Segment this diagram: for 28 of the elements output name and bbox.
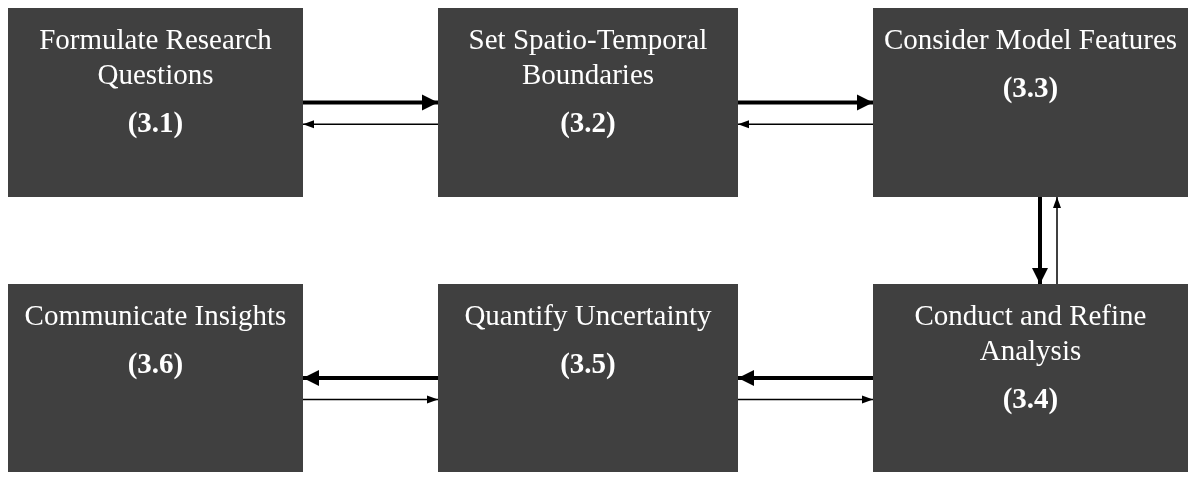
process-box (873, 8, 1188, 197)
arrow (303, 370, 438, 386)
arrow (302, 395, 439, 404)
arrow (1053, 196, 1061, 285)
process-box (438, 8, 738, 197)
arrow (303, 94, 438, 111)
arrow (737, 120, 874, 129)
process-box (438, 284, 738, 472)
step-number: (3.1) (127, 105, 184, 139)
process-box (8, 8, 303, 197)
process-box (8, 284, 303, 472)
step-title: Communicate Insights (24, 298, 287, 333)
step-title: Consider Model Features (883, 22, 1178, 57)
arrow (302, 120, 439, 129)
arrow (738, 94, 873, 111)
arrow (1032, 197, 1048, 284)
step-number: (3.3) (1002, 70, 1059, 104)
step-title: Set Spatio-Temporal Boundaries (467, 22, 709, 92)
step-title: Conduct and Refine Analysis (913, 298, 1148, 368)
arrow (738, 370, 873, 386)
step-number: (3.4) (1002, 381, 1059, 415)
step-title: Formulate Research Questions (38, 22, 273, 92)
process-box (873, 284, 1188, 472)
step-number: (3.2) (560, 105, 616, 139)
step-number: (3.6) (127, 346, 184, 380)
step-title: Quantify Uncertainty (464, 298, 712, 333)
step-number: (3.5) (560, 346, 616, 380)
arrow (737, 395, 874, 404)
